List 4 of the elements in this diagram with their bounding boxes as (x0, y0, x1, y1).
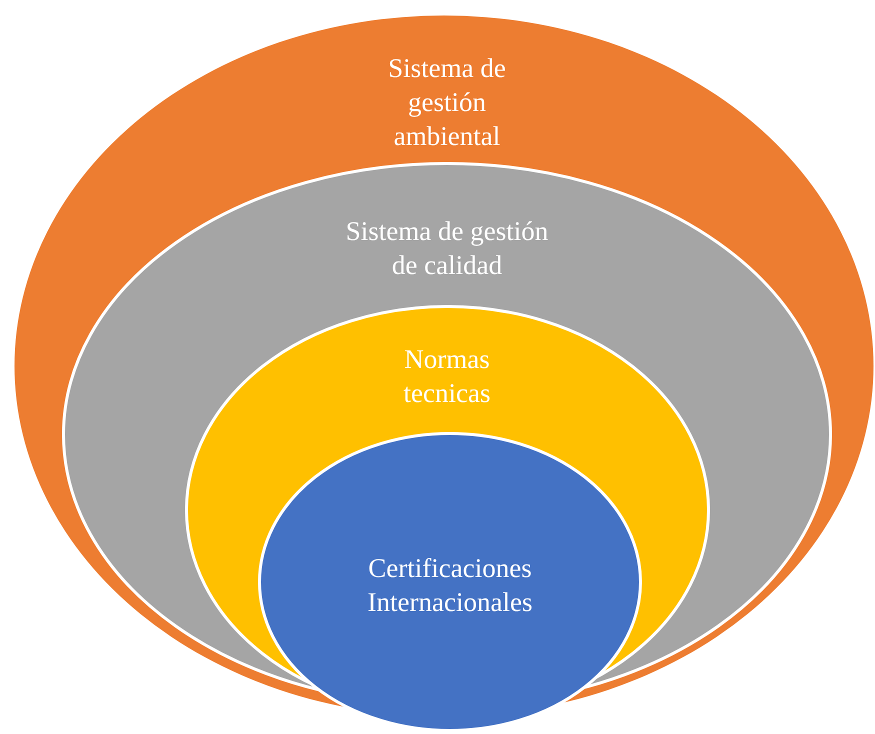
node-label: Normas tecnicas (402, 343, 492, 410)
node-label: Certificaciones Internacionales (366, 552, 534, 619)
node-label: Sistema de gestión ambiental (387, 52, 507, 152)
node-label: Sistema de gestión de calidad (344, 215, 550, 282)
